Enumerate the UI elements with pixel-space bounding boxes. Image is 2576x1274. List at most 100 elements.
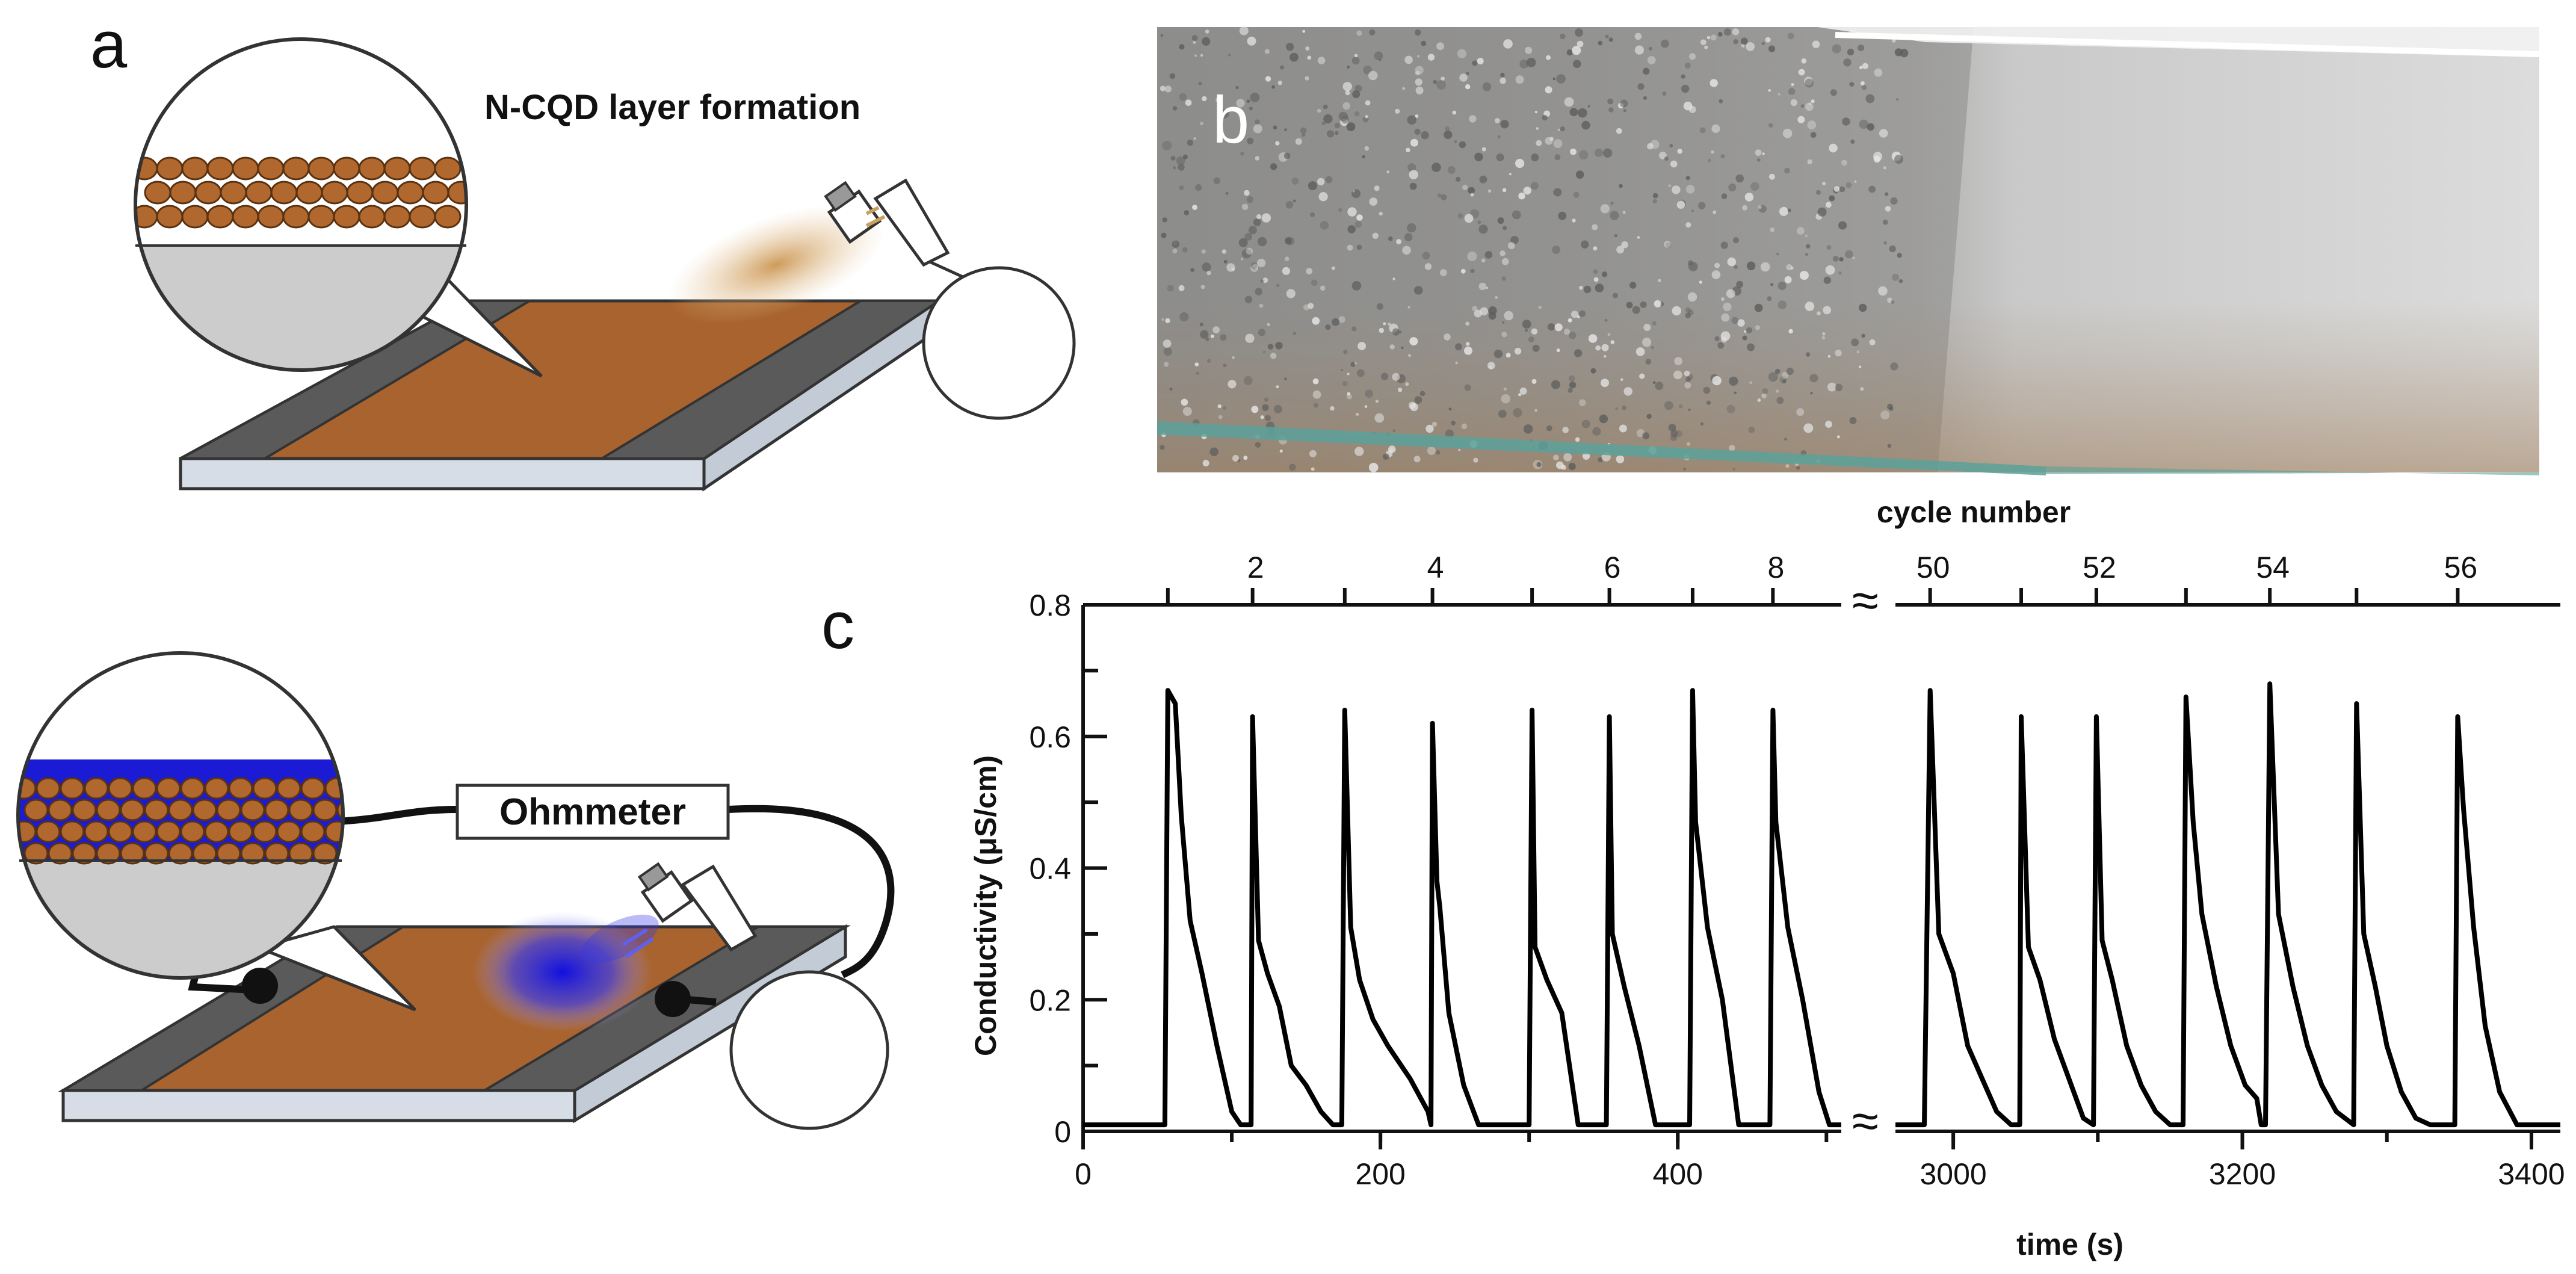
droplet xyxy=(1309,450,1317,457)
droplet xyxy=(1683,468,1687,471)
droplet xyxy=(1255,442,1261,448)
droplet xyxy=(1253,218,1261,226)
droplet xyxy=(1459,141,1466,149)
droplet xyxy=(1421,40,1427,46)
droplet xyxy=(1407,354,1412,357)
cqd-dot xyxy=(156,156,184,181)
droplet xyxy=(1312,317,1320,325)
droplet xyxy=(1193,40,1196,44)
droplet xyxy=(1721,313,1730,322)
cqd-dot xyxy=(409,205,436,229)
droplet xyxy=(1413,286,1423,295)
droplet xyxy=(1732,468,1736,471)
droplet xyxy=(1707,36,1711,40)
droplet xyxy=(1805,244,1811,249)
droplet xyxy=(1556,461,1564,469)
droplet xyxy=(1518,393,1522,397)
droplet xyxy=(1350,362,1356,367)
x-tick-label: 0 xyxy=(1075,1157,1092,1191)
droplet xyxy=(1284,377,1287,381)
droplet xyxy=(1502,188,1507,193)
droplet xyxy=(1392,328,1400,336)
droplet xyxy=(1388,322,1391,326)
droplet xyxy=(1407,115,1416,125)
cqd-dot xyxy=(312,799,338,821)
droplet xyxy=(1173,166,1176,170)
droplet xyxy=(1809,374,1818,383)
droplet xyxy=(1652,193,1658,199)
droplet xyxy=(1351,57,1360,65)
droplet xyxy=(1534,110,1538,114)
droplet xyxy=(1164,362,1169,367)
droplet xyxy=(1658,279,1661,282)
droplet xyxy=(1571,311,1579,318)
droplet xyxy=(1552,77,1555,81)
droplet xyxy=(1356,369,1365,377)
droplet xyxy=(1704,45,1708,49)
droplet xyxy=(1451,421,1456,425)
droplet xyxy=(1723,302,1732,312)
droplet xyxy=(1817,311,1821,316)
droplet xyxy=(1389,344,1395,350)
droplet xyxy=(1869,339,1876,345)
droplet xyxy=(1796,466,1800,470)
cqd-dot xyxy=(350,778,372,799)
droplet xyxy=(1497,217,1504,224)
droplet xyxy=(1253,264,1258,269)
droplet xyxy=(1897,253,1902,258)
droplet xyxy=(1629,282,1637,289)
droplet xyxy=(1501,332,1507,338)
droplet xyxy=(1243,123,1246,126)
cqd-dot xyxy=(36,777,61,800)
droplet xyxy=(1788,88,1796,95)
droplet xyxy=(1534,409,1537,412)
cqd-dot xyxy=(48,842,73,865)
cqd-dot xyxy=(282,205,310,229)
top-tick-label: 4 xyxy=(1427,551,1444,584)
cqd-dot xyxy=(18,820,37,843)
droplet xyxy=(1732,237,1740,244)
ohmmeter-label: Ohmmeter xyxy=(499,791,686,833)
droplet xyxy=(1768,372,1778,382)
droplet xyxy=(1342,82,1352,91)
droplet xyxy=(1643,96,1647,100)
droplet xyxy=(1779,206,1788,216)
cqd-dot xyxy=(204,777,229,800)
magnifier-rim-a xyxy=(134,37,468,372)
nozzle-icon xyxy=(824,181,882,244)
droplet xyxy=(1472,306,1478,312)
top-tick-label: 6 xyxy=(1604,551,1621,584)
droplet xyxy=(1637,83,1645,90)
droplet xyxy=(1685,185,1695,194)
droplet xyxy=(1524,329,1528,332)
droplet xyxy=(1710,79,1718,87)
droplet xyxy=(1634,45,1644,55)
droplet xyxy=(1518,193,1525,200)
droplet xyxy=(1883,166,1886,170)
top-axis-label: cycle number xyxy=(1877,495,2071,529)
droplet xyxy=(1889,406,1894,411)
droplet xyxy=(1410,138,1418,147)
spray-cloud-orange xyxy=(667,205,885,325)
droplet xyxy=(1351,326,1357,332)
droplet xyxy=(1761,393,1767,399)
droplet xyxy=(1569,332,1577,339)
droplet xyxy=(1594,148,1604,157)
droplet xyxy=(1241,258,1244,261)
droplet xyxy=(1494,118,1500,123)
droplet xyxy=(1755,149,1762,156)
cqd-dot xyxy=(434,205,462,229)
droplet xyxy=(1364,405,1368,408)
droplet xyxy=(1194,362,1199,366)
droplet xyxy=(1688,309,1694,315)
nozzle-c-icon xyxy=(637,862,694,923)
droplet xyxy=(1896,98,1898,101)
droplet xyxy=(1282,267,1290,275)
droplet xyxy=(1293,199,1296,203)
droplet xyxy=(1347,244,1353,251)
cqd-dot xyxy=(422,181,449,205)
droplet xyxy=(1883,241,1887,245)
droplet xyxy=(1672,185,1681,194)
droplet xyxy=(1406,147,1410,153)
droplet xyxy=(1405,382,1409,386)
